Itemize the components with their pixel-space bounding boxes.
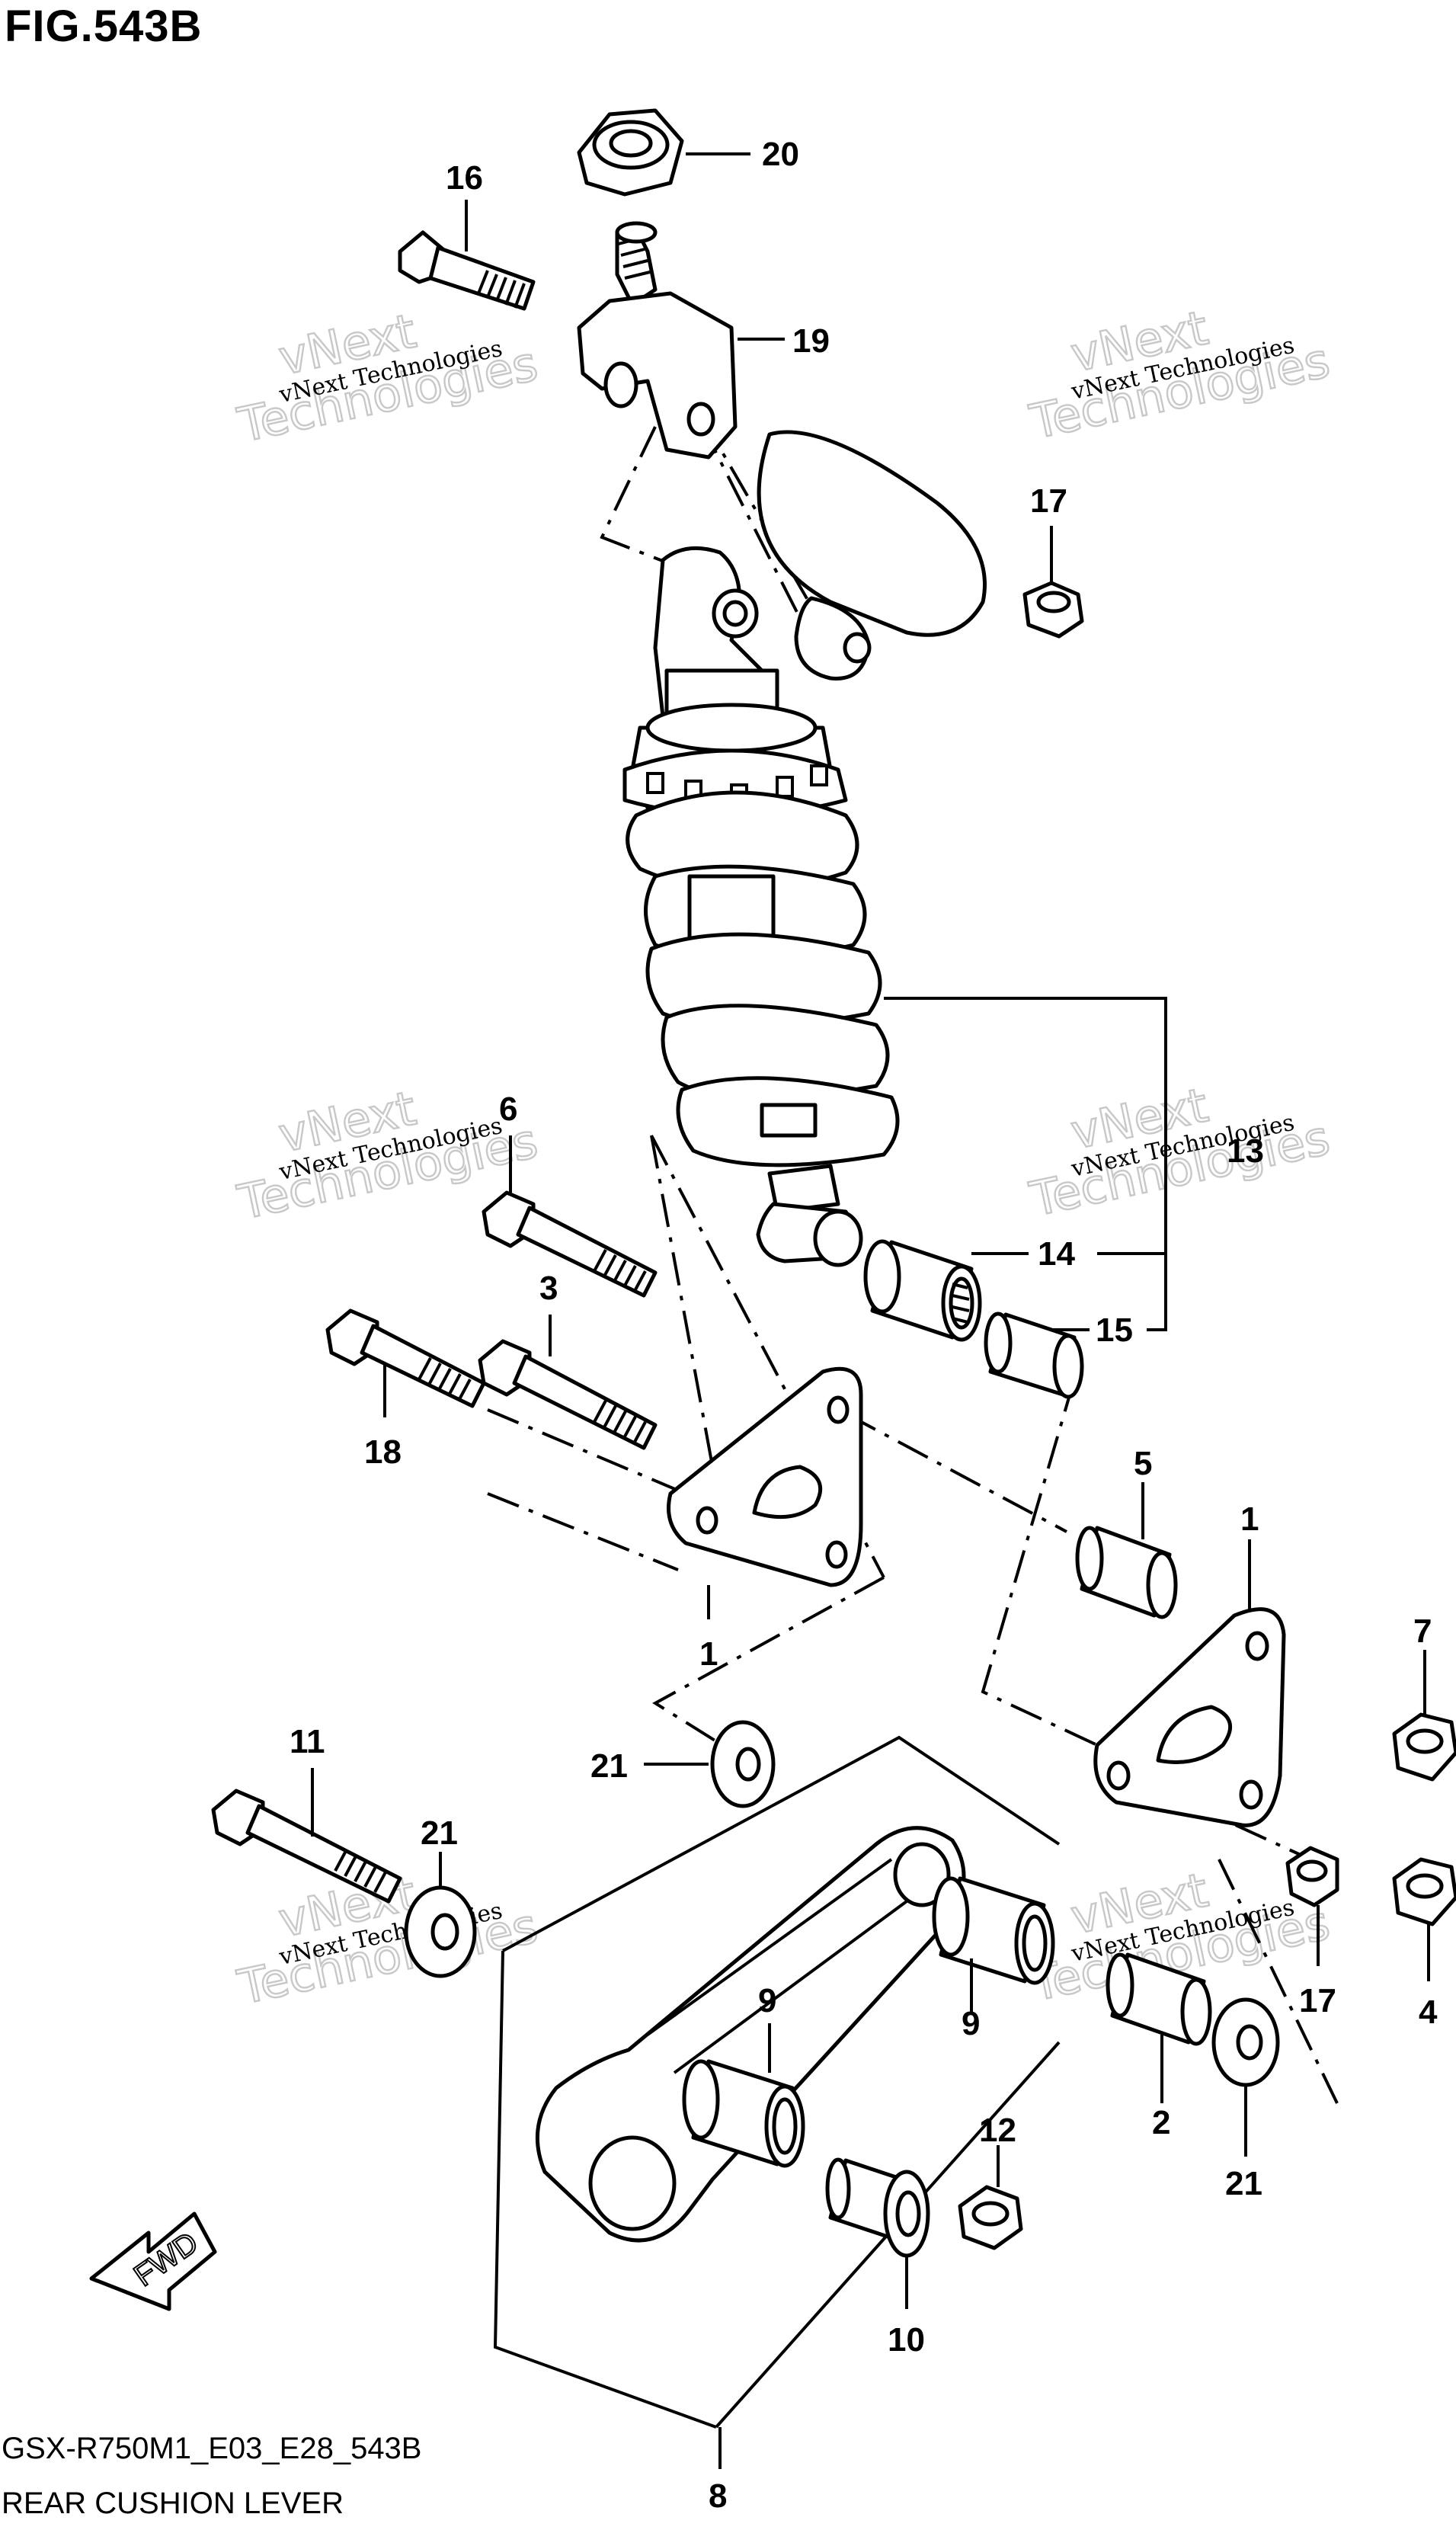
callout-9-left: 9: [758, 1982, 776, 2019]
part-13-shock-absorber: [622, 546, 1167, 1322]
part-5-collar: [1075, 1482, 1178, 1619]
callout-1-left: 1: [699, 1635, 718, 1673]
part-19-upper-clevis: [577, 221, 785, 460]
callout-15: 15: [1096, 1311, 1133, 1349]
part-17-upper-nut: [1022, 581, 1084, 639]
part-7-nut: [1392, 1650, 1456, 1782]
figure-title: FIG.543B: [5, 2, 203, 51]
part-21-upper-washer: [644, 1720, 776, 1808]
callout-21-left: 21: [421, 1814, 458, 1852]
callout-numbers: 20 16 19 17 6 13 14 3 15 18 5 1 7 1 11 2…: [290, 136, 1438, 2515]
callout-6: 6: [499, 1090, 517, 1128]
callout-16: 16: [446, 159, 483, 197]
callout-7: 7: [1413, 1612, 1432, 1650]
part-1-left-plate: [667, 1366, 863, 1619]
fwd-arrow-icon: FWD: [89, 2211, 217, 2311]
part-17-lower-nut: [1285, 1846, 1339, 1966]
part-9-left-bearing: [682, 2023, 805, 2168]
callout-21-upper: 21: [590, 1747, 628, 1785]
part-16-upper-bolt: [398, 230, 536, 311]
callout-18: 18: [364, 1433, 402, 1471]
shock-reservoir: [757, 430, 987, 681]
callout-17-lower: 17: [1299, 1982, 1336, 2019]
part-11-bolt: [211, 1768, 402, 1904]
watermark-2: vNext Technologies vNext Technologies: [1024, 299, 1335, 451]
part-9-right-bearing: [932, 1876, 1055, 2012]
callout-10: 10: [888, 2321, 925, 2359]
callout-21-right: 21: [1225, 2165, 1262, 2202]
callout-4: 4: [1419, 1994, 1438, 2031]
callout-20: 20: [762, 136, 799, 173]
part-1-right-plate: [1093, 1539, 1286, 1827]
callout-5: 5: [1134, 1445, 1152, 1482]
watermark-4: vNext Technologies vNext Technologies: [1024, 1076, 1335, 1228]
part-18-bolt: [325, 1308, 486, 1417]
callout-11: 11: [290, 1723, 325, 1760]
part-15-collar: [984, 1254, 1167, 1399]
model-code: GSX-R750M1_E03_E28_543B: [2, 2432, 422, 2465]
callout-2: 2: [1152, 2104, 1170, 2141]
watermark-1: vNext Technologies vNext Technologies: [232, 302, 543, 454]
part-4-nut: [1392, 1857, 1456, 1981]
part-6-bolt: [482, 1135, 658, 1298]
part-21-right-washer: [1211, 1997, 1280, 2157]
part-3-bolt: [478, 1315, 658, 1450]
part-2-collar: [1106, 1952, 1212, 2103]
callout-14: 14: [1038, 1235, 1075, 1273]
callout-13: 13: [1227, 1132, 1264, 1170]
callout-3: 3: [539, 1270, 558, 1307]
part-14-bearing: [863, 1239, 1166, 1342]
part-21-left-washer: [404, 1852, 477, 1978]
part-10-bushing: [825, 2157, 930, 2309]
callout-17-upper: 17: [1030, 482, 1067, 520]
part-12-nut: [958, 2145, 1023, 2250]
callout-19: 19: [792, 322, 830, 360]
callout-9-right: 9: [962, 2005, 980, 2042]
callout-8: 8: [709, 2477, 727, 2515]
part-20-adjuster-nut: [577, 108, 684, 197]
callout-1-right: 1: [1240, 1500, 1259, 1538]
callout-12: 12: [979, 2112, 1016, 2149]
assembly-name: REAR CUSHION LEVER: [2, 2487, 344, 2520]
